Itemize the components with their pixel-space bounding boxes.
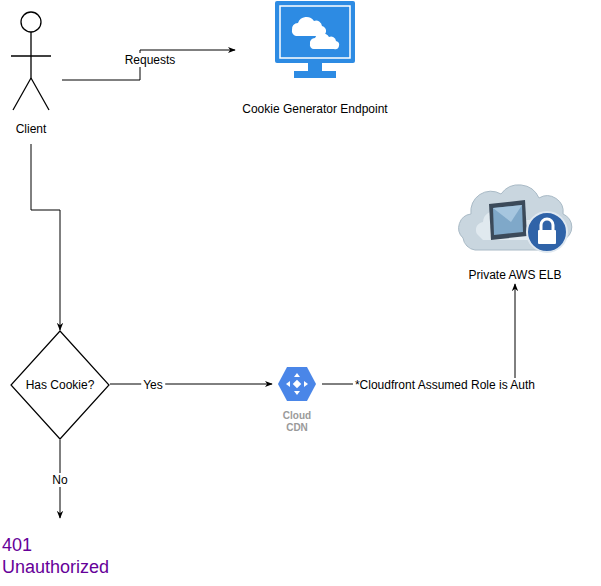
edge-label: *Cloudfront Assumed Role is Auth (353, 378, 537, 392)
decision-diamond: Has Cookie? (10, 330, 110, 440)
cloud-lock-icon (453, 178, 577, 264)
cdn-icon (277, 364, 317, 404)
connector (322, 284, 515, 384)
text-holder: Cloud CDN (272, 410, 322, 434)
edge-label: No (50, 473, 69, 487)
connector (62, 50, 235, 80)
text-holder: Cookie Generator Endpoint (235, 102, 395, 116)
endpoint-node: Cookie Generator Endpoint (235, 0, 395, 120)
edge-label: Requests (123, 53, 178, 67)
person-icon (0, 8, 62, 120)
monitor-icon (274, 0, 356, 80)
edge-label: Yes (141, 378, 165, 392)
connector (110, 384, 272, 385)
cdn-node: Cloud CDN (272, 364, 322, 440)
result-node: 401 Unauthorized (2, 520, 122, 584)
node-label: Has Cookie? (26, 378, 95, 392)
node-label: Cookie Generator Endpoint (235, 102, 395, 116)
elb-node: Private AWS ELB (445, 178, 585, 284)
connector (31, 144, 60, 330)
text-holder: Private AWS ELB (445, 268, 585, 282)
text-holder: 401 Unauthorized (2, 534, 122, 578)
node-label: 401 Unauthorized (2, 534, 122, 578)
actor-node: Client (0, 8, 62, 144)
node-label: Client (0, 122, 62, 136)
node-label: Private AWS ELB (445, 268, 585, 282)
text-holder: Has Cookie? (10, 330, 110, 440)
node-label: Cloud CDN (279, 410, 315, 434)
text-holder: Client (0, 122, 62, 136)
